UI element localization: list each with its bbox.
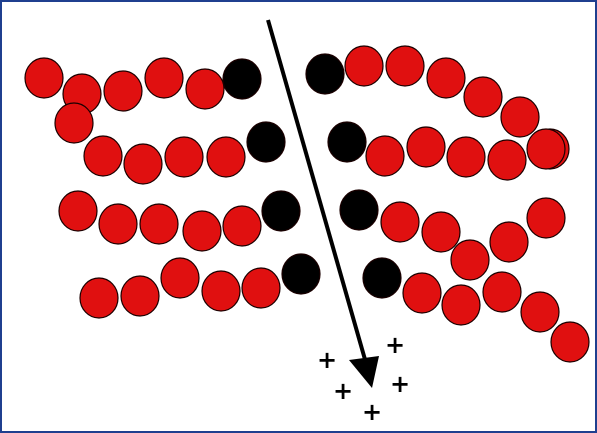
monomer-bead xyxy=(161,258,199,298)
broken-chain-end-bead xyxy=(247,122,285,162)
monomer-bead xyxy=(99,204,137,244)
monomer-bead xyxy=(451,240,489,280)
monomer-bead xyxy=(483,272,521,312)
polymer-chain-3 xyxy=(59,191,300,251)
monomer-bead xyxy=(464,77,502,117)
monomer-bead xyxy=(427,58,465,98)
polymer-chain-1 xyxy=(25,58,261,114)
monomer-bead xyxy=(121,276,159,316)
broken-chain-end-bead xyxy=(223,59,261,99)
monomer-bead xyxy=(140,204,178,244)
positive-charge-label: + xyxy=(385,331,405,359)
monomer-bead xyxy=(104,71,142,111)
monomer-bead xyxy=(366,136,404,176)
monomer-bead xyxy=(527,198,565,238)
monomer-bead xyxy=(223,206,261,246)
monomer-bead xyxy=(124,144,162,184)
monomer-bead xyxy=(84,136,122,176)
monomer-bead xyxy=(186,69,224,109)
monomer-bead xyxy=(442,285,480,325)
monomer-bead xyxy=(55,103,93,143)
monomer-bead xyxy=(527,129,565,169)
monomer-bead xyxy=(447,137,485,177)
monomer-bead xyxy=(407,127,445,167)
monomer-bead xyxy=(422,212,460,252)
broken-chain-end-bead xyxy=(306,54,344,94)
monomer-bead xyxy=(165,137,203,177)
monomer-bead xyxy=(551,322,589,362)
monomer-bead xyxy=(386,46,424,86)
positive-charges: + + + + + xyxy=(317,331,410,426)
monomer-bead xyxy=(488,140,526,180)
polymer-chains xyxy=(25,46,589,362)
broken-chain-end-bead xyxy=(363,258,401,298)
monomer-bead xyxy=(501,97,539,137)
monomer-bead xyxy=(345,46,383,86)
monomer-bead xyxy=(80,278,118,318)
monomer-bead xyxy=(403,273,441,313)
monomer-bead xyxy=(145,58,183,98)
monomer-bead xyxy=(521,292,559,332)
monomer-bead xyxy=(202,271,240,311)
positive-charge-label: + xyxy=(333,377,353,405)
positive-charge-label: + xyxy=(317,346,337,374)
positive-charge-label: + xyxy=(390,370,410,398)
positive-charge-label: + xyxy=(362,398,382,426)
polymer-chain-4 xyxy=(80,254,320,318)
monomer-bead xyxy=(242,268,280,308)
broken-chain-end-bead xyxy=(340,190,378,230)
broken-chain-end-bead xyxy=(262,191,300,231)
broken-chain-end-bead xyxy=(282,254,320,294)
monomer-bead xyxy=(490,222,528,262)
monomer-bead xyxy=(381,202,419,242)
monomer-bead xyxy=(25,58,63,98)
polymer-chain-2 xyxy=(55,103,285,184)
broken-chain-end-bead xyxy=(328,122,366,162)
monomer-bead xyxy=(59,191,97,231)
monomer-bead xyxy=(207,137,245,177)
arrowhead-icon xyxy=(349,356,379,388)
monomer-bead xyxy=(183,211,221,251)
